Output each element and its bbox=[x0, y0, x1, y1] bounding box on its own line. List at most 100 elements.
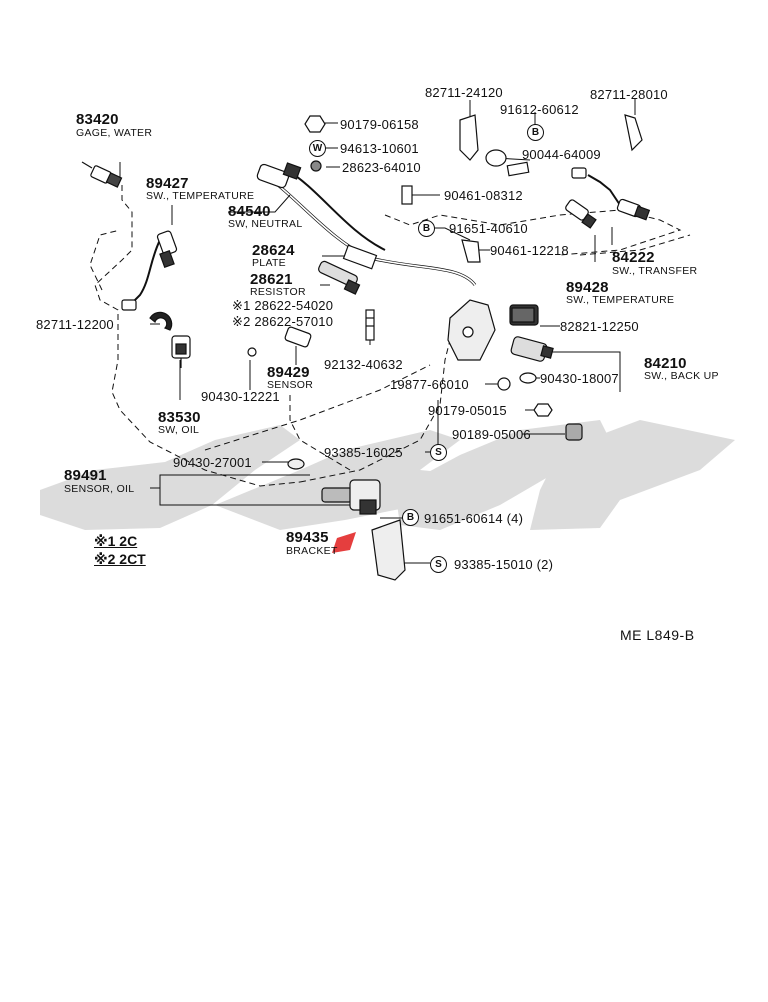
callout-28621-number: 28621 bbox=[250, 271, 293, 288]
temperature-switch-89428 bbox=[565, 199, 597, 229]
callout-84540-desc: SW, NEUTRAL bbox=[228, 218, 303, 230]
callout-28624-desc: PLATE bbox=[252, 257, 286, 269]
callout-89429-desc: SENSOR bbox=[267, 379, 314, 391]
callout-84210-desc: SW., BACK UP bbox=[644, 370, 719, 382]
callout-82711-12200: 82711-12200 bbox=[36, 317, 114, 332]
callout-89428-number: 89428 bbox=[566, 279, 609, 296]
callout-90179-05015: 90179-05015 bbox=[428, 403, 507, 418]
backup-switch-84210 bbox=[510, 336, 554, 362]
callout-91651-60614: 91651-60614 (4) bbox=[424, 511, 524, 526]
callout-90179-06158: 90179-06158 bbox=[340, 117, 419, 132]
nut-90179-05015 bbox=[533, 403, 553, 417]
callout-84210-number: 84210 bbox=[644, 355, 687, 372]
resistor-28621 bbox=[318, 260, 361, 295]
callout-90430-18007: 90430-18007 bbox=[540, 371, 619, 386]
clip-90461-08312 bbox=[401, 185, 413, 205]
callout-82821-12250: 82821-12250 bbox=[560, 319, 639, 334]
clamp-90044 bbox=[485, 149, 530, 177]
clip-82711-24120 bbox=[459, 114, 479, 161]
transfer-housing bbox=[447, 299, 496, 361]
callout-90461-12218: 90461-12218 bbox=[490, 243, 569, 258]
diagram-code: ME L849-B bbox=[620, 627, 695, 643]
water-gage-part bbox=[81, 161, 123, 188]
clamp-82711-12200 bbox=[149, 311, 173, 331]
transmission-outline-2 bbox=[579, 234, 691, 256]
callout-89491-number: 89491 bbox=[64, 467, 107, 484]
nut-90179-06158 bbox=[304, 115, 326, 133]
callout-82711-28010: 82711-28010 bbox=[590, 87, 668, 102]
callout-91612-60612: 91612-60612 bbox=[500, 102, 579, 117]
callout-89429-number: 89429 bbox=[267, 364, 310, 381]
callout-92132-40632: 92132-40632 bbox=[324, 357, 403, 372]
callout-93385-16025: 93385-16025 bbox=[324, 445, 403, 460]
oil-sensor-89491 bbox=[321, 479, 381, 515]
callout-89427-number: 89427 bbox=[146, 175, 189, 192]
callout-89435-desc: BRACKET bbox=[286, 545, 338, 557]
bracket-89435 bbox=[371, 519, 406, 581]
engine-outline-mid bbox=[204, 364, 431, 451]
watermark-logo bbox=[40, 420, 735, 553]
leader-84540 bbox=[228, 194, 291, 213]
connector-82821 bbox=[509, 304, 539, 326]
engine-outline-right bbox=[299, 319, 456, 483]
callout-91651-40610: 91651-40610 bbox=[449, 221, 528, 236]
watermark-stroke-4 bbox=[530, 420, 735, 530]
badge-w-icon: W bbox=[309, 140, 326, 157]
callout-84222-desc: SW., TRANSFER bbox=[612, 265, 698, 277]
clip-82711-28010 bbox=[624, 114, 643, 152]
plug-90189 bbox=[565, 423, 583, 441]
badge-b-icon: B bbox=[402, 509, 419, 526]
ring-19877 bbox=[497, 377, 511, 391]
leader-sensor-oil-path bbox=[289, 395, 351, 471]
sensor-89429 bbox=[247, 326, 312, 357]
badge-s-icon: S bbox=[430, 444, 447, 461]
oil-switch-part bbox=[171, 335, 191, 368]
clip-90461-12218 bbox=[461, 239, 481, 263]
temperature-switch-part bbox=[121, 230, 178, 311]
callout-28624-number: 28624 bbox=[252, 242, 295, 259]
leader-84210-bracket bbox=[550, 351, 621, 392]
callout-28622-54020: ※1 28622-54020 bbox=[232, 298, 334, 313]
badge-b-icon: B bbox=[527, 124, 544, 141]
watermark-dot bbox=[332, 532, 356, 553]
transfer-switch-part bbox=[571, 167, 651, 221]
callout-84540-number: 84540 bbox=[228, 203, 271, 220]
callout-28621-desc: RESISTOR bbox=[250, 286, 306, 298]
gasket-90430-18007 bbox=[519, 372, 537, 384]
callout-28622-57010: ※2 28622-57010 bbox=[232, 314, 334, 329]
watermark-stroke-1 bbox=[40, 425, 300, 530]
collar-28623 bbox=[310, 160, 322, 172]
callout-90189-05006: 90189-05006 bbox=[452, 427, 531, 442]
watermark-stroke-3 bbox=[395, 420, 610, 530]
badge-s-icon: S bbox=[430, 556, 447, 573]
transfer-sw-wire bbox=[587, 174, 621, 206]
leader-89491-bracket bbox=[150, 474, 350, 506]
plate-28624 bbox=[342, 244, 378, 270]
callout-89428-desc: SW., TEMPERATURE bbox=[566, 294, 675, 306]
callout-19877-66010: 19877-66010 bbox=[390, 377, 469, 392]
gasket-90430-27001 bbox=[287, 458, 305, 470]
engine-outline-left bbox=[94, 185, 301, 487]
badge-b-icon: B bbox=[418, 220, 435, 237]
callout-28623-64010: 28623-64010 bbox=[342, 160, 421, 175]
leader-91651-40610 bbox=[435, 227, 471, 241]
bolt-92132 bbox=[365, 309, 375, 341]
callout-83530-desc: SW, OIL bbox=[158, 424, 200, 436]
engine-outline-inner bbox=[89, 229, 121, 291]
callout-90044-64009: 90044-64009 bbox=[522, 147, 601, 162]
callout-89435-number: 89435 bbox=[286, 529, 329, 546]
callout-82711-24120: 82711-24120 bbox=[425, 85, 503, 100]
callout-83420-number: 83420 bbox=[76, 111, 119, 128]
callout-94613-10601: 94613-10601 bbox=[340, 141, 419, 156]
callout-84222-number: 84222 bbox=[612, 249, 655, 266]
callout-89491-desc: SENSOR, OIL bbox=[64, 483, 135, 495]
callout-90430-27001: 90430-27001 bbox=[173, 455, 252, 470]
callout-90430-12221: 90430-12221 bbox=[201, 389, 280, 404]
callout-89427-desc: SW., TEMPERATURE bbox=[146, 190, 255, 202]
neutral-switch-part bbox=[256, 162, 302, 189]
applicability-note-2: ※2 2CT bbox=[94, 551, 146, 567]
callout-93385-15010: 93385-15010 (2) bbox=[454, 557, 554, 572]
applicability-note-1: ※1 2C bbox=[94, 533, 138, 549]
